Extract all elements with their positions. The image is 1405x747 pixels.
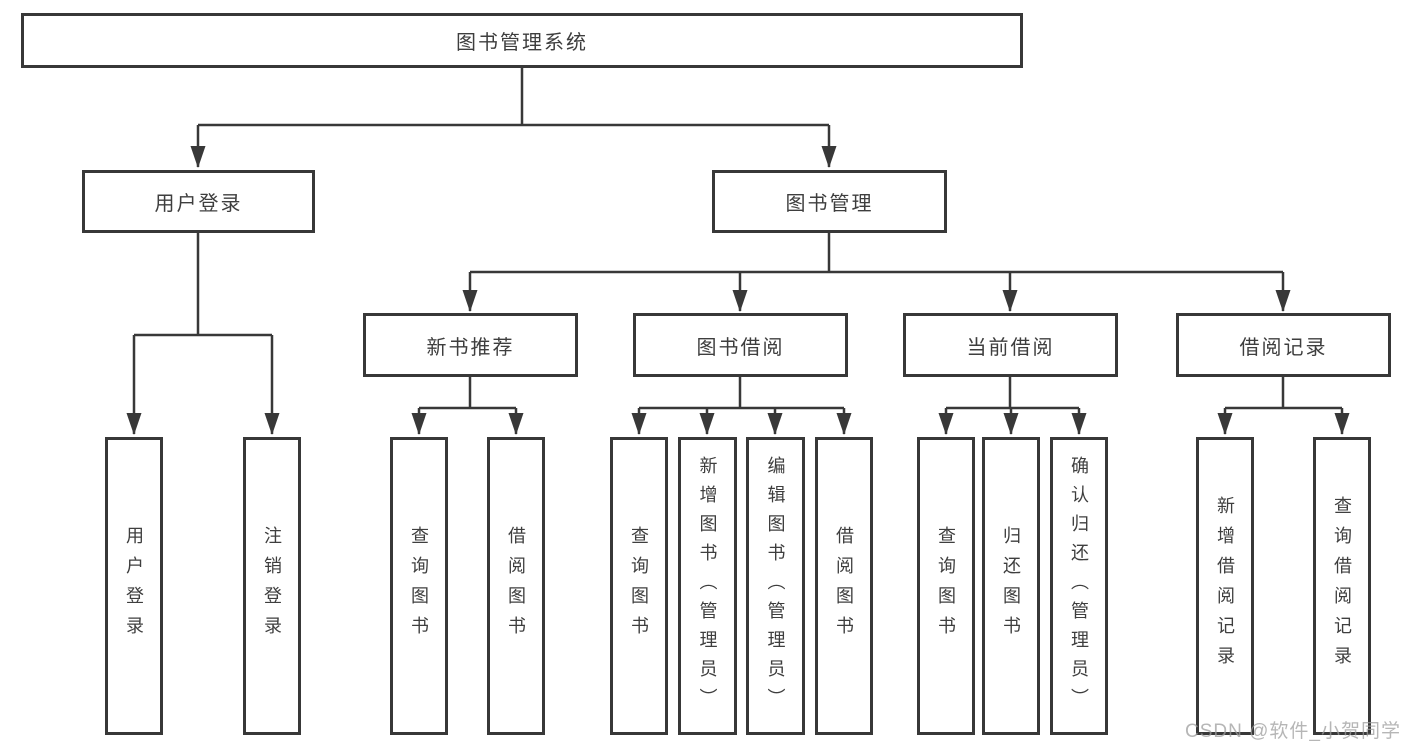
node-leaf-query-books-1: 查询图书 — [390, 437, 448, 735]
node-leaf-return-book: 归还图书 — [982, 437, 1040, 735]
node-leaf-borrow-books-1: 借阅图书 — [487, 437, 545, 735]
watermark: CSDN @软件_小贺同学 — [1185, 721, 1401, 742]
node-leaf-logout: 注销登录 — [243, 437, 301, 735]
node-leaf-query-books-2: 查询图书 — [610, 437, 668, 735]
node-leaf-borrow-books-2: 借阅图书 — [815, 437, 873, 735]
node-leaf-add-borrow-record: 新增借阅记录 — [1196, 437, 1254, 735]
node-library-management-system: 图书管理系统 — [21, 13, 1023, 68]
node-book-management: 图书管理 — [712, 170, 947, 233]
node-leaf-query-borrow-record: 查询借阅记录 — [1313, 437, 1371, 735]
node-current-borrowing: 当前借阅 — [903, 313, 1118, 377]
node-leaf-confirm-return-admin: 确认归还（管理员） — [1050, 437, 1108, 735]
node-leaf-add-book-admin: 新增图书（管理员） — [678, 437, 737, 735]
node-leaf-edit-book-admin: 编辑图书（管理员） — [746, 437, 805, 735]
node-book-borrowing: 图书借阅 — [633, 313, 848, 377]
node-user-login-group: 用户登录 — [82, 170, 315, 233]
node-new-book-recommend: 新书推荐 — [363, 313, 578, 377]
node-borrowing-records: 借阅记录 — [1176, 313, 1391, 377]
node-leaf-query-books-3: 查询图书 — [917, 437, 975, 735]
node-leaf-user-login: 用户登录 — [105, 437, 163, 735]
